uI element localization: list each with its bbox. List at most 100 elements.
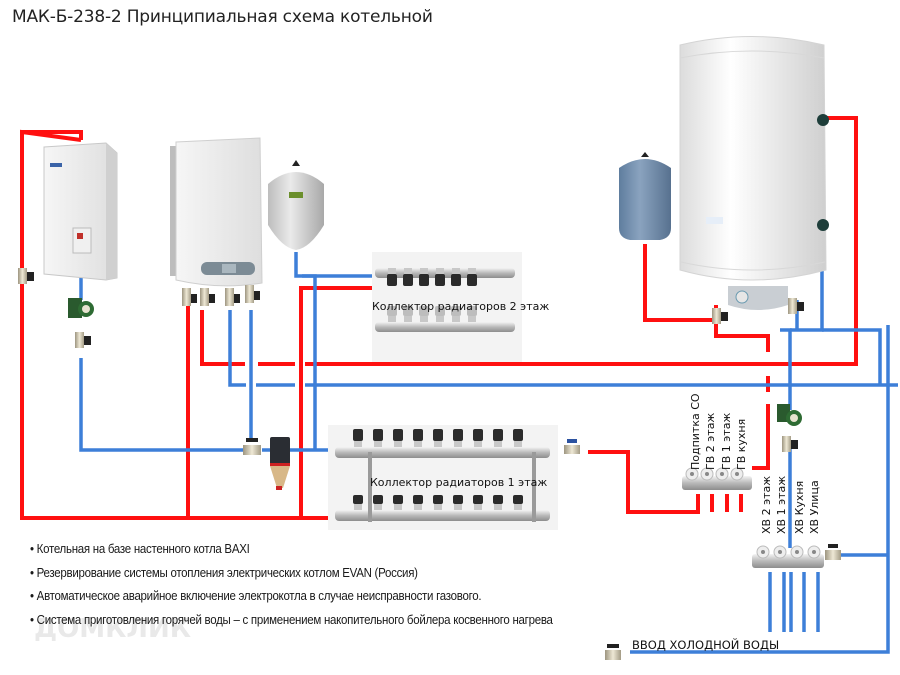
manifold-port: [435, 306, 445, 322]
return-pipe-expansion-tank: [294, 252, 317, 450]
manifold-port: [493, 495, 503, 510]
valve-electric-left: [18, 268, 34, 284]
expansion-tank-dhw: [619, 152, 671, 240]
manifold-port: [513, 429, 523, 447]
manifold-port: [387, 268, 397, 286]
note-item: • Автоматическое аварийное включение эле…: [30, 589, 482, 603]
valve-gas-1: [182, 288, 197, 306]
hot-water-manifold[interactable]: [682, 467, 752, 490]
valve-cold-manifold: [825, 544, 841, 560]
circulation-pump-electric[interactable]: [68, 298, 94, 318]
manifold-port: [453, 495, 463, 510]
manifold-port: [413, 495, 423, 510]
hot-pipe-boiler-coil-return: [822, 116, 858, 366]
tank-label-icon: [289, 192, 303, 198]
label-cold-manifold-3: ХВ Улица: [808, 480, 821, 534]
manifold-port: [403, 268, 413, 286]
label-cold-manifold-2: ХВ Кухня: [793, 481, 806, 534]
manifold-port: [493, 429, 503, 447]
coil-outlet-fitting: [817, 219, 829, 231]
manifold-port: [453, 429, 463, 447]
manifold-port: [393, 495, 403, 510]
display-icon: [77, 233, 83, 239]
manifold-port: [393, 429, 403, 447]
label-collector-floor1: Коллектор радиаторов 1 этаж: [370, 476, 547, 489]
hot-pipe-to-collector2: [299, 286, 372, 338]
dirt-separator: [270, 437, 290, 490]
valve-cold-inlet: [605, 644, 621, 660]
label-hot-manifold-3: ГВ кухня: [735, 419, 748, 470]
label-cold-manifold-0: ХВ 2 этаж: [760, 476, 773, 534]
valves[interactable]: [18, 268, 841, 660]
coil-inlet-fitting: [817, 114, 829, 126]
manifold-port: [403, 306, 413, 322]
label-cold-inlet: ВВОД ХОЛОДНОЙ ВОДЫ: [632, 638, 780, 652]
manifold-port: [473, 495, 483, 510]
circulation-pump-dhw[interactable]: [777, 404, 802, 426]
manifold-outlet: [730, 467, 744, 481]
cold-water-manifold[interactable]: [752, 545, 824, 568]
label-cold-manifold-1: ХВ 1 этаж: [775, 476, 788, 534]
label-collector-floor2: Коллектор радиаторов 2 этаж: [372, 300, 549, 313]
manifold-port: [413, 429, 423, 447]
hot-pipe-electric-top: [22, 130, 83, 140]
manifold-port: [433, 495, 443, 510]
electric-boiler[interactable]: [43, 142, 118, 281]
manifold-port: [373, 495, 383, 510]
note-item: • Система приготовления горячей воды – с…: [30, 612, 553, 627]
valve-gas-3: [225, 288, 240, 306]
manifold-outlet: [790, 545, 804, 559]
hot-pipe-to-hot-manifold: [588, 450, 700, 514]
return-pipes: [79, 240, 898, 654]
manifold-port: [353, 429, 363, 447]
indirect-dhw-boiler[interactable]: [679, 36, 829, 311]
valve-pump-right: [782, 436, 798, 452]
manifold-port: [433, 429, 443, 447]
valve-collector1-right: [564, 439, 580, 454]
manifold-port: [467, 306, 477, 322]
label-hot-manifold-0: Подпитка СО: [689, 393, 702, 470]
label-hot-manifold-1: ГВ 2 этаж: [704, 413, 717, 470]
collector-floor1[interactable]: [328, 425, 558, 530]
manifold-port: [467, 268, 477, 286]
manifold-port: [353, 495, 363, 510]
manifold-port: [419, 268, 429, 286]
gas-boiler[interactable]: [170, 137, 263, 287]
note-item: • Резервирование системы отопления элект…: [30, 565, 418, 580]
manifold-outlet: [700, 467, 714, 481]
manifold-port: [373, 429, 383, 447]
cold-inlet-main: [630, 325, 890, 654]
collector-floor2[interactable]: [372, 252, 522, 362]
manifold-port: [435, 268, 445, 286]
expansion-tank-heating: [268, 160, 324, 250]
notes-list: • Котельная на базе настенного котла BAX…: [30, 542, 598, 636]
note-item: • Котельная на базе настенного котла BAX…: [30, 542, 250, 556]
valve-dhw-right: [788, 298, 804, 314]
hot-pipes: [20, 116, 858, 520]
valve-electric-bottom: [75, 332, 91, 348]
manifold-port: [419, 306, 429, 322]
hot-pipe-electric-boiler-supply: [20, 129, 335, 520]
manifold-outlet: [685, 467, 699, 481]
watermark: ДОМКЛИК: [34, 614, 191, 644]
return-pipe-electric-boiler: [79, 358, 245, 452]
manifold-port: [513, 495, 523, 510]
valve-ball-return: [243, 438, 261, 455]
brand-logo-icon: [706, 217, 723, 224]
valve-gas-2: [200, 288, 215, 306]
manifold-port: [451, 268, 461, 286]
manifold-outlet: [773, 545, 787, 559]
label-hot-manifold-2: ГВ 1 этаж: [720, 413, 733, 470]
manifold-port: [451, 306, 461, 322]
manifold-port: [473, 429, 483, 447]
brand-logo-icon: [50, 163, 62, 167]
manifold-port: [387, 306, 397, 322]
valve-dhw-left: [712, 308, 728, 324]
hot-pipe-gas-supply: [200, 310, 245, 366]
manifold-outlet: [807, 545, 821, 559]
diagram-title: МАК-Б-238-2 Принципиальная схема котельн…: [12, 7, 433, 27]
hot-pipe-dhw-out: [714, 320, 770, 352]
manifold-outlet: [715, 467, 729, 481]
manifold-outlet: [756, 545, 770, 559]
